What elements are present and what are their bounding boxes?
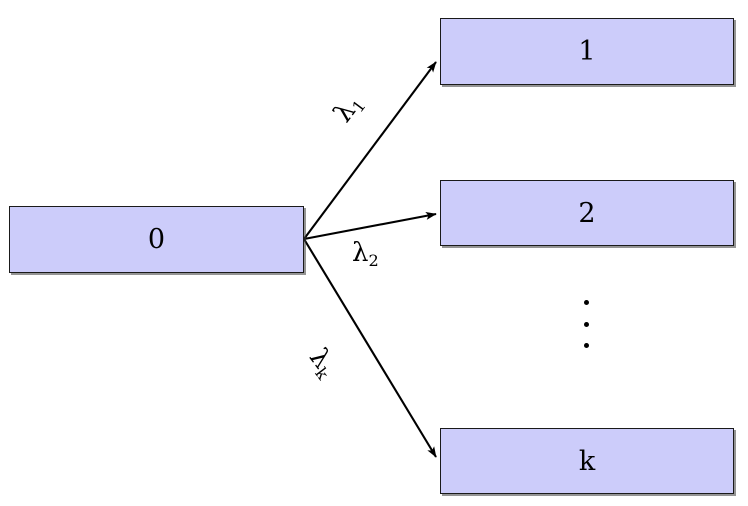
node-k-label: k	[578, 445, 596, 477]
edge-label-lambda-1: λ1	[328, 89, 370, 128]
ellipsis-dot	[583, 300, 589, 305]
edge-label-lambda-k: λk	[303, 343, 343, 383]
edge-line-0-to-1	[303, 61, 437, 240]
ellipsis-dot	[583, 343, 589, 348]
node-0-label: 0	[147, 224, 166, 255]
node-1-label: 1	[578, 36, 596, 67]
vertical-ellipsis-icon	[575, 300, 597, 348]
ellipsis-dot	[583, 321, 589, 327]
edge-label-lambda-2: λ2	[352, 238, 379, 271]
node-0[interactable]: 0	[9, 206, 304, 273]
node-2-label: 2	[578, 197, 596, 229]
node-1[interactable]: 1	[440, 18, 734, 85]
edge-line-0-to-2	[303, 211, 437, 241]
node-k[interactable]: k	[440, 428, 734, 494]
edge-label-lambda-2-symbol: λ	[352, 238, 369, 268]
edge-label-lambda-2-subscript: 2	[368, 251, 379, 271]
node-2[interactable]: 2	[440, 180, 734, 246]
